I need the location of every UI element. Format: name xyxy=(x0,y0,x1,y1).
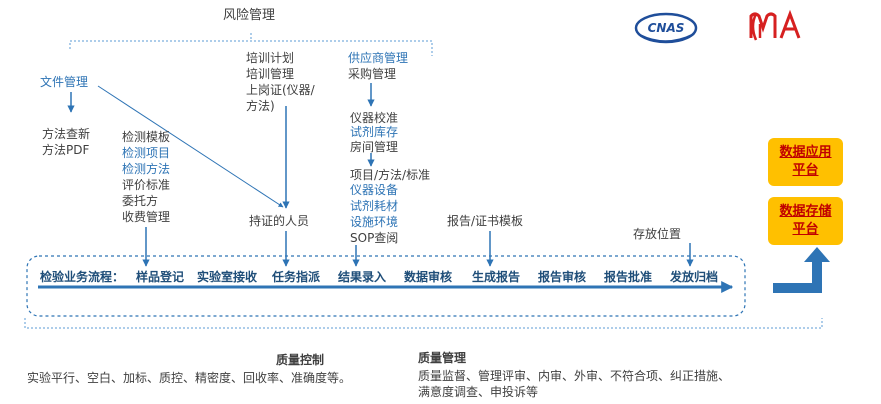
quality-management-title: 质量管理 xyxy=(418,351,467,365)
reagent-stock-item: 试剂库存 xyxy=(350,125,399,139)
project-method-standard-item: 项目/方法/标准 xyxy=(350,168,431,182)
evaluation-standard-item: 评价标准 xyxy=(122,178,171,192)
data-application-platform-label: 数据应用平台 xyxy=(779,145,832,178)
supplier-management-item: 供应商管理 xyxy=(348,51,409,65)
purchase-management-item: 采购管理 xyxy=(348,67,397,81)
file-management-label: 文件管理 xyxy=(40,75,89,89)
instrument-calibration-item: 仪器校准 xyxy=(350,111,399,125)
workflow-title: 检验业务流程： xyxy=(40,270,125,284)
training-plan-item: 培训计划 xyxy=(246,51,295,65)
sop-lookup-item: SOP查阅 xyxy=(350,231,399,245)
storage-location-label: 存放位置 xyxy=(633,227,682,241)
detection-project-item: 检测项目 xyxy=(122,146,171,160)
data-storage-platform-label: 数据存储平台 xyxy=(779,204,832,237)
fee-management-item: 收费管理 xyxy=(122,210,171,224)
file-to-staff-arrow xyxy=(97,85,284,208)
risk-management-title: 风险管理 xyxy=(223,8,276,23)
method-search-item: 方法查新 xyxy=(42,127,91,141)
quality-management-desc-line2: 满意度调查、申投诉等 xyxy=(418,385,539,399)
method-pdf-item: 方法PDF xyxy=(42,143,90,157)
instrument-equipment-item: 仪器设备 xyxy=(350,183,399,197)
quality-control-desc: 实验平行、空白、加标、质控、精密度、回收率、准确度等。 xyxy=(27,371,352,385)
step-report-review: 报告审核 xyxy=(538,270,587,284)
quality-bracket xyxy=(24,318,823,329)
cma-logo xyxy=(749,9,801,41)
detection-method-item: 检测方法 xyxy=(122,162,171,176)
step-sample-register: 样品登记 xyxy=(136,270,185,284)
facility-environment-item: 设施环境 xyxy=(350,215,399,229)
step-task-assign: 任务指派 xyxy=(272,270,321,284)
report-template-label: 报告/证书模板 xyxy=(447,214,524,228)
training-management-item: 培训管理 xyxy=(246,67,295,81)
step-issue-archive: 发放归档 xyxy=(670,270,719,284)
step-data-review: 数据审核 xyxy=(404,270,453,284)
cnas-logo: CNAS xyxy=(634,12,698,44)
step-generate-report: 生成报告 xyxy=(472,270,521,284)
quality-control-title: 质量控制 xyxy=(276,353,325,367)
client-item: 委托方 xyxy=(122,194,159,208)
license-item: 上岗证(仪器/ xyxy=(246,83,315,97)
detection-template-item: 检测模板 xyxy=(122,130,171,144)
quality-management-desc-line1: 质量监督、管理评审、内审、外审、不符合项、纠正措施、 xyxy=(418,369,731,383)
data-storage-platform-button[interactable]: 数据存储平台 xyxy=(768,197,843,245)
risk-bracket xyxy=(69,33,433,56)
platform-elbow-arrow xyxy=(773,247,830,293)
step-lab-receive: 实验室接收 xyxy=(197,270,258,284)
step-result-entry: 结果录入 xyxy=(338,270,387,284)
data-application-platform-button[interactable]: 数据应用平台 xyxy=(768,138,843,186)
room-management-item: 房间管理 xyxy=(350,140,399,154)
cnas-logo-text: CNAS xyxy=(648,21,685,35)
certified-staff-label: 持证的人员 xyxy=(249,214,310,228)
reagent-consumables-item: 试剂耗材 xyxy=(350,199,399,213)
license-item-cont: 方法) xyxy=(246,99,275,113)
step-report-approve: 报告批准 xyxy=(604,270,653,284)
